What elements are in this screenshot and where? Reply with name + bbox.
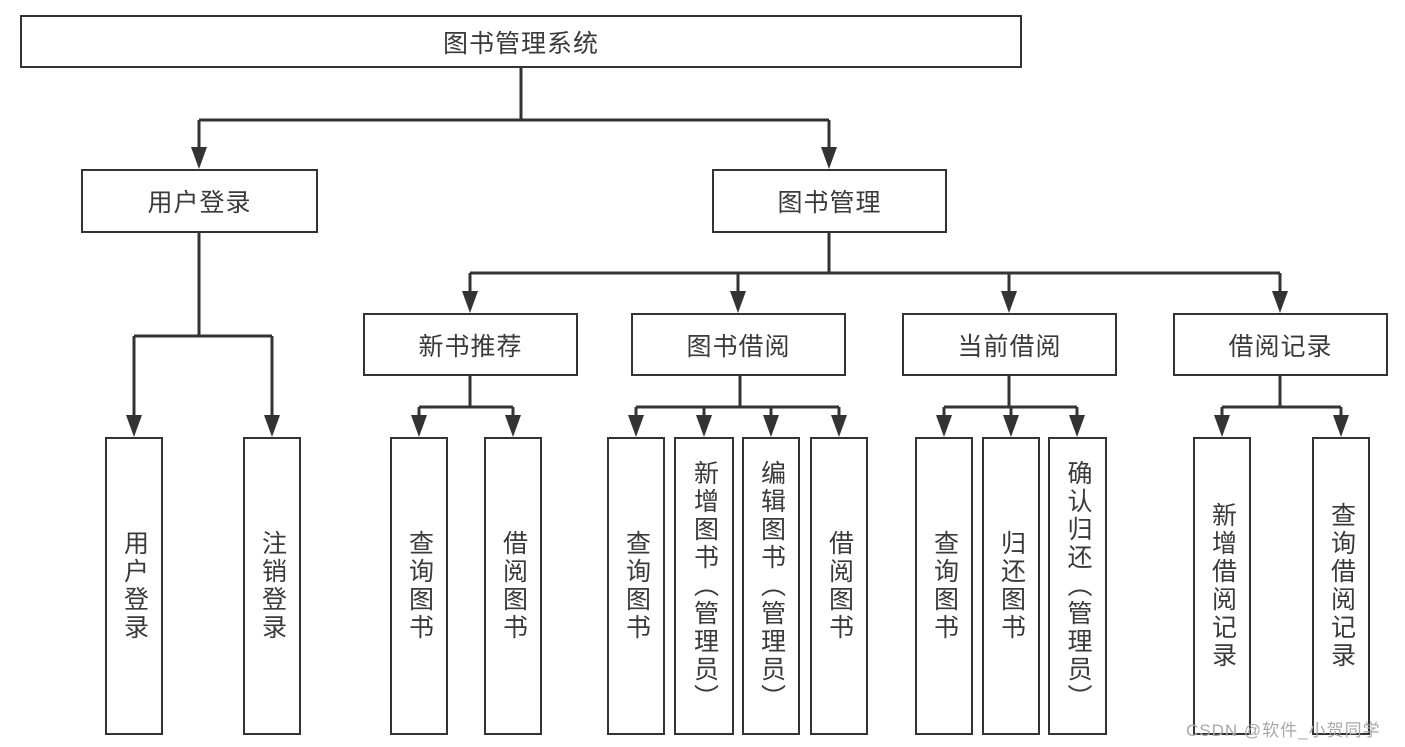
leaf-confirm-return-admin: 确认归还（管理员） [1048, 437, 1107, 735]
csdn-watermark: CSDN @软件_小贺同学 [1186, 721, 1381, 740]
leaf-logout: 注销登录 [243, 437, 301, 735]
leaf-add-books-admin: 新增图书（管理员） [674, 437, 734, 735]
leaf-edit-books-admin: 编辑图书（管理员） [742, 437, 800, 735]
leaf-borrow-books-1: 借阅图书 [484, 437, 542, 735]
leaf-edit-books-admin-label: 编辑图书（管理员） [757, 460, 786, 712]
leaf-user-login: 用户登录 [105, 437, 163, 735]
leaf-confirm-return-admin-label: 确认归还（管理员） [1064, 460, 1092, 712]
leaf-return-books: 归还图书 [982, 437, 1040, 735]
node-book-borrowing: 图书借阅 [631, 313, 846, 376]
leaf-query-borrow-record-label: 查询借阅记录 [1327, 502, 1356, 670]
leaf-query-books-1-label: 查询图书 [405, 530, 434, 642]
leaf-query-books-2: 查询图书 [607, 437, 665, 735]
leaf-query-borrow-record: 查询借阅记录 [1312, 437, 1370, 735]
node-user-login: 用户登录 [81, 169, 318, 233]
leaf-query-books-1: 查询图书 [390, 437, 448, 735]
leaf-query-books-2-label: 查询图书 [622, 530, 651, 642]
node-root: 图书管理系统 [20, 15, 1022, 68]
leaf-user-login-label: 用户登录 [120, 530, 149, 642]
leaf-borrow-books-2: 借阅图书 [810, 437, 868, 735]
node-book-management: 图书管理 [712, 169, 947, 233]
leaf-query-books-3-label: 查询图书 [930, 530, 959, 642]
node-current-borrowing: 当前借阅 [902, 313, 1117, 376]
leaf-add-borrow-record-label: 新增借阅记录 [1208, 502, 1237, 670]
leaf-query-books-3: 查询图书 [915, 437, 973, 735]
node-new-book-recommend: 新书推荐 [363, 313, 578, 376]
leaf-add-books-admin-label: 新增图书（管理员） [690, 460, 719, 712]
leaf-add-borrow-record: 新增借阅记录 [1193, 437, 1251, 735]
leaf-return-books-label: 归还图书 [997, 530, 1026, 642]
node-borrow-records: 借阅记录 [1173, 313, 1388, 376]
leaf-borrow-books-1-label: 借阅图书 [499, 530, 528, 642]
leaf-logout-label: 注销登录 [258, 530, 287, 642]
leaf-borrow-books-2-label: 借阅图书 [825, 530, 854, 642]
